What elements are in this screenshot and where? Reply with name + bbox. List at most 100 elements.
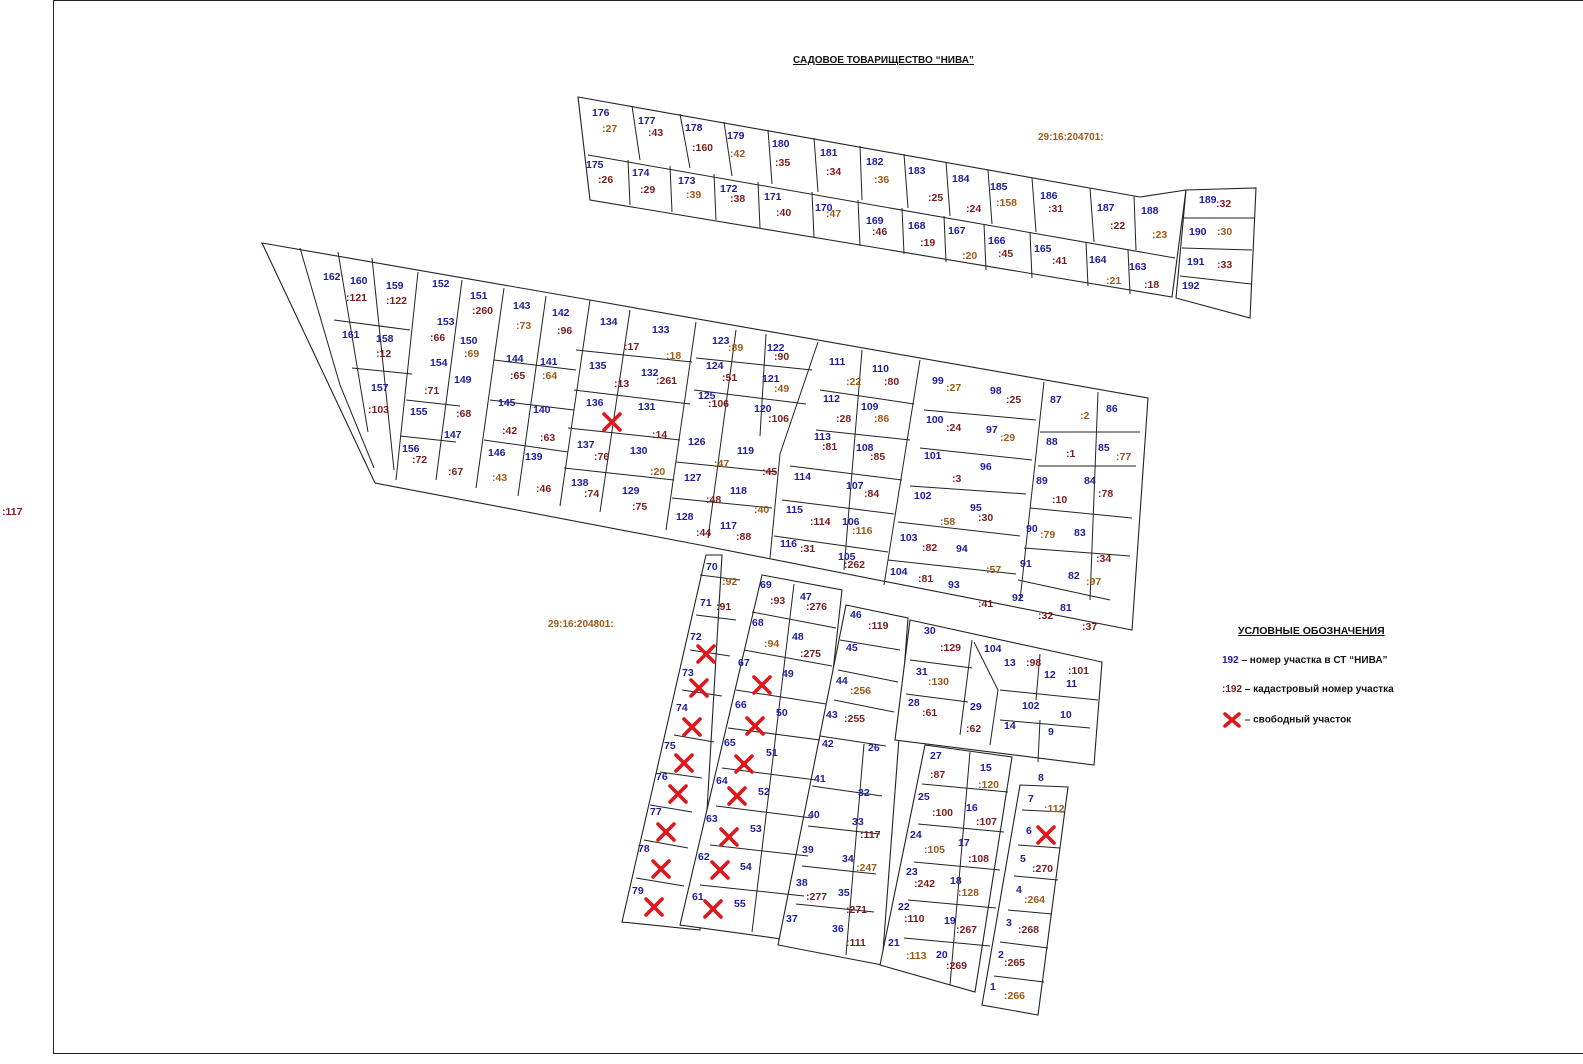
plot-number-95: 95	[970, 502, 982, 514]
plot-number-63: 63	[706, 813, 718, 825]
cadastral-number-111: :22	[846, 376, 861, 388]
plot-number-73: 73	[682, 667, 694, 679]
plot-number-31: 31	[916, 666, 928, 678]
cadastral-number-189: :32	[1216, 198, 1231, 210]
cadastral-number-93: :41	[978, 598, 993, 610]
plot-number-147: 147	[444, 429, 462, 441]
cadastral-number-105: :262	[844, 559, 865, 571]
cadastral-number-101: :3	[952, 473, 961, 485]
plot-number-86: 86	[1106, 403, 1118, 415]
plot-number-179: 179	[727, 130, 745, 142]
cadastral-number-118: :40	[754, 504, 769, 516]
plot-number-123: 123	[712, 335, 730, 347]
plot-number-129: 129	[622, 485, 640, 497]
free-plot-cross-78	[651, 859, 671, 879]
cadastral-number-97: :29	[1000, 432, 1015, 444]
cadastral-number-43: :255	[844, 713, 865, 725]
cadastral-number-138: :74	[584, 488, 599, 500]
plot-number-78: 78	[638, 843, 650, 855]
cadastral-number-144: :65	[510, 370, 525, 382]
plot-number-181: 181	[820, 147, 838, 159]
plot-number-134: 134	[600, 316, 618, 328]
plot-number-104: 104	[890, 566, 908, 578]
plot-number-190: 190	[1189, 226, 1207, 238]
cadastral-number-104: :81	[918, 573, 933, 585]
plot-number-19: 19	[944, 915, 956, 927]
plot-number-163: 163	[1129, 261, 1147, 273]
plot-number-44: 44	[836, 675, 848, 687]
plot-number-15: 15	[980, 762, 992, 774]
cadastral-number-183: :25	[928, 192, 943, 204]
plot-number-40: 40	[808, 809, 820, 821]
cadastral-number-29: :62	[966, 723, 981, 735]
cadastral-number-175: :26	[598, 174, 613, 186]
cadastral-number-33: :117	[860, 829, 881, 841]
plot-number-187: 187	[1097, 202, 1115, 214]
cadastral-number-98: :25	[1006, 394, 1021, 406]
plot-number-8: 8	[1038, 772, 1044, 784]
plot-number-92: 92	[1012, 592, 1024, 604]
cadastral-number-20: :269	[946, 960, 967, 972]
plot-number-114: 114	[794, 471, 811, 483]
plot-number-22: 22	[898, 901, 910, 913]
plot-number-46: 46	[850, 609, 862, 621]
cadastral-number-126: :47	[714, 458, 729, 470]
plot-number-113: 113	[814, 431, 831, 443]
cadastral-number-106: :116	[852, 525, 873, 537]
cadastral-number-171: :40	[776, 207, 791, 219]
plot-number-1: 1	[990, 981, 996, 993]
plot-number-26: 26	[868, 742, 880, 754]
cadastral-number-19: :267	[956, 924, 977, 936]
plot-number-97: 97	[986, 424, 998, 436]
plot-number-124: 124	[706, 360, 724, 372]
legend-plot-number-sample: 192	[1222, 655, 1239, 666]
zone-label-south: 29:16:204801:	[548, 619, 614, 630]
cadastral-number-122: :90	[774, 351, 789, 363]
plot-number-154: 154	[430, 357, 448, 369]
plot-number-99: 99	[932, 375, 944, 387]
legend-plot-number-text: – номер участка в СТ “НИВА”	[1238, 655, 1388, 666]
cadastral-number-145: :42	[502, 425, 517, 437]
cadastral-number-191: :33	[1217, 259, 1232, 271]
plot-number-159: 159	[386, 280, 404, 292]
plot-number-98: 98	[990, 385, 1002, 397]
cadastral-number-181: :34	[826, 166, 841, 178]
cadastral-number-120: :106	[768, 413, 789, 425]
cadastral-number-109: :86	[874, 413, 889, 425]
cadastral-number-94: :57	[986, 564, 1001, 576]
cadastral-number-12: :101	[1068, 665, 1089, 677]
cadastral-number-13: :98	[1026, 657, 1041, 669]
free-plot-cross-66	[745, 716, 765, 736]
cadastral-number-92: :32	[1038, 610, 1053, 622]
cadastral-number-87: :2	[1080, 410, 1089, 422]
cadastral-number-123: :89	[728, 342, 743, 354]
cadastral-number-185: :158	[996, 197, 1017, 209]
plot-number-125: 125	[698, 390, 716, 402]
plot-number-4: 4	[1016, 884, 1022, 896]
plot-number-96: 96	[980, 461, 992, 473]
cadastral-number-47: :276	[806, 601, 827, 613]
plot-number-13: 13	[1004, 657, 1016, 669]
free-plot-cross-76	[668, 784, 688, 804]
plot-number-45: 45	[846, 642, 858, 654]
cadastral-number-182: :36	[874, 174, 889, 186]
legend-plot-number: 192 – номер участка в СТ “НИВА”	[1222, 655, 1388, 666]
plot-number-11: 11	[1066, 678, 1077, 690]
plot-number-135: 135	[589, 360, 607, 372]
plot-number-89: 89	[1036, 475, 1048, 487]
plot-number-188: 188	[1141, 205, 1159, 217]
cadastral-number-22: :110	[904, 913, 925, 925]
cadastral-number-132: :261	[656, 375, 677, 387]
plot-number-185: 185	[990, 181, 1008, 193]
cadastral-number-99: :27	[946, 382, 961, 394]
plot-number-71: 71	[700, 597, 712, 609]
plot-number-184: 184	[952, 173, 970, 185]
plot-number-20: 20	[936, 949, 948, 961]
plot-number-151: 151	[470, 290, 488, 302]
plot-number-64: 64	[716, 775, 728, 787]
block-right-column	[1175, 187, 1257, 319]
cadastral-number-141: :64	[542, 370, 557, 382]
plot-number-68: 68	[752, 617, 764, 629]
plot-number-142: 142	[552, 307, 570, 319]
cadastral-number-5: :270	[1032, 863, 1053, 875]
